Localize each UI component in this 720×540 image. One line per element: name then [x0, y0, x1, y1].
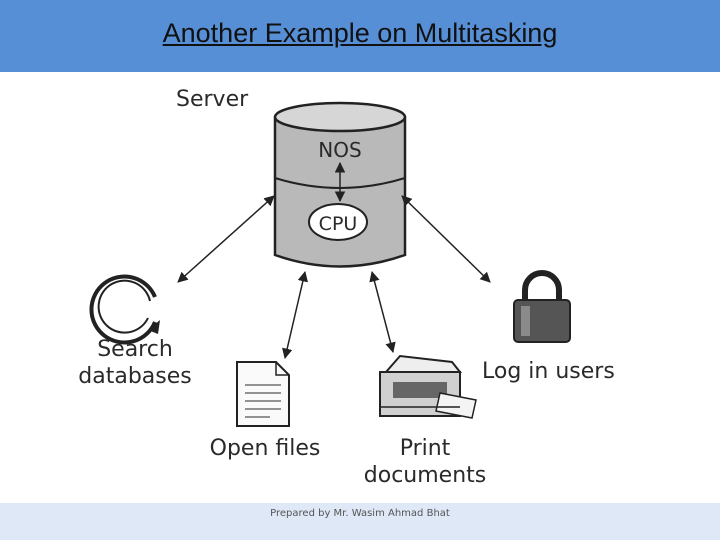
search-databases-icon — [89, 274, 160, 345]
search-label-line1: Search — [97, 337, 173, 362]
login-arrow — [401, 195, 491, 283]
slide-title: Another Example on Multitasking — [162, 18, 558, 48]
footer-bar — [0, 503, 720, 540]
server-label: Server — [176, 87, 249, 112]
printer-icon — [379, 354, 477, 419]
multitasking-diagram: Server NOS CPU Search databases Open fil… — [78, 87, 615, 488]
open-files-arrow — [282, 270, 308, 360]
cpu-label: CPU — [319, 213, 358, 235]
search-label-line2: databases — [78, 364, 191, 389]
search-arrow — [177, 195, 275, 283]
login-label: Log in users — [482, 359, 615, 384]
title-bar: Another Example on Multitasking — [0, 0, 720, 72]
print-label-line2: documents — [364, 463, 486, 488]
footer-credit: Prepared by Mr. Wasim Ahmad Bhat — [270, 508, 450, 519]
nos-label: NOS — [318, 138, 361, 162]
document-icon — [236, 361, 290, 427]
open-files-label: Open files — [210, 436, 321, 461]
print-arrow — [369, 270, 396, 354]
padlock-icon — [513, 270, 571, 343]
print-label-line1: Print — [400, 436, 451, 461]
cpu-oval — [308, 203, 368, 241]
